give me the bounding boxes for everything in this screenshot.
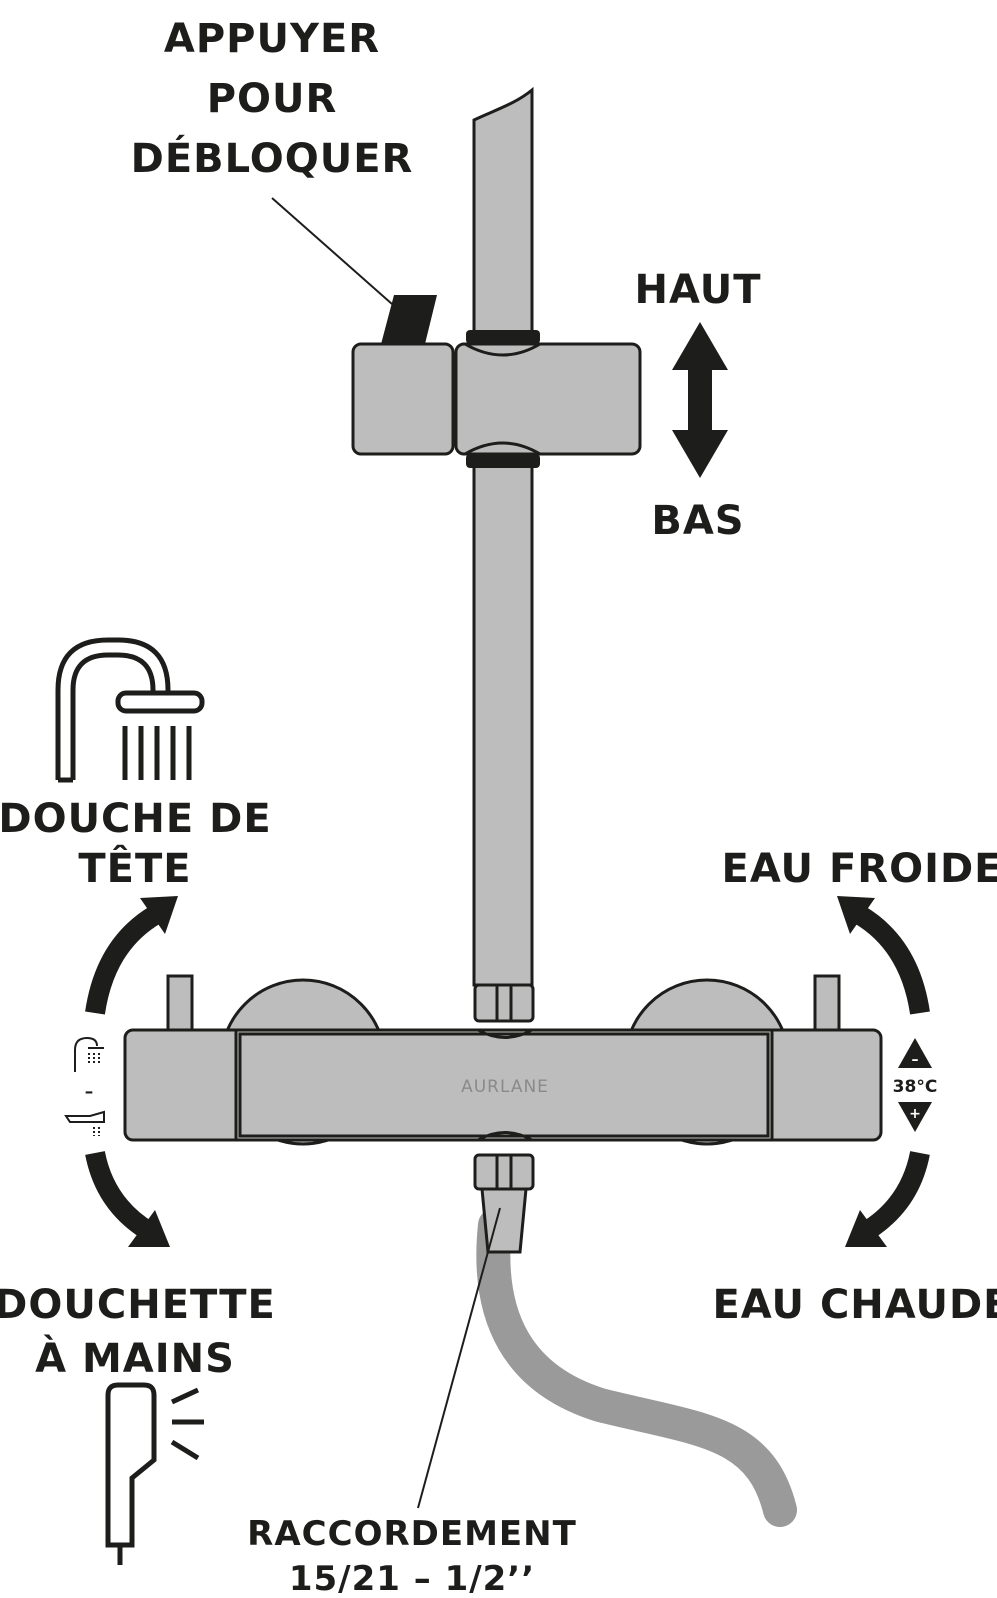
up-label: HAUT bbox=[635, 267, 762, 313]
hose bbox=[476, 1208, 797, 1527]
svg-text:POUR: POUR bbox=[207, 76, 338, 122]
svg-text:TÊTE: TÊTE bbox=[78, 844, 191, 892]
head-shower-label: DOUCHE DE TÊTE bbox=[0, 796, 272, 892]
unlock-label: APPUYER POUR DÉBLOQUER bbox=[131, 16, 414, 182]
shower-rail bbox=[472, 86, 534, 987]
slider-unlock-button[interactable] bbox=[380, 295, 437, 348]
temperature-label: 38°C bbox=[893, 1077, 938, 1097]
svg-text:+: + bbox=[909, 1106, 921, 1122]
svg-text:DOUCHE DE: DOUCHE DE bbox=[0, 796, 272, 842]
rotate-arrow-icon-hot-water bbox=[845, 1150, 930, 1247]
svg-text:15/21 – 1/2’’: 15/21 – 1/2’’ bbox=[289, 1559, 535, 1598]
mixer-selector-dash: – bbox=[85, 1082, 94, 1102]
cold-water-label: EAU FROIDE bbox=[722, 846, 997, 892]
rotate-arrow-icon-hand-shower bbox=[85, 1150, 170, 1247]
unlock-leader-line bbox=[271, 197, 393, 305]
connection-label: RACCORDEMENT 15/21 – 1/2’’ bbox=[247, 1514, 577, 1598]
hand-shower-icon bbox=[105, 1382, 204, 1565]
up-down-arrow-icon bbox=[672, 322, 728, 478]
shower-head-icon bbox=[55, 637, 205, 783]
rotate-arrow-icon-cold-water bbox=[837, 896, 930, 1015]
hot-water-label: EAU CHAUDE bbox=[712, 1282, 997, 1328]
hand-shower-label: DOUCHETTE À MAINS bbox=[0, 1282, 276, 1382]
thermostatic-mixer bbox=[123, 974, 883, 1254]
temp-increase-icon: + bbox=[898, 1102, 932, 1132]
connection-leader-line bbox=[417, 1207, 501, 1509]
mixer-hand-shower-icon bbox=[64, 1110, 105, 1136]
svg-text:DOUCHETTE: DOUCHETTE bbox=[0, 1282, 276, 1328]
svg-text:RACCORDEMENT: RACCORDEMENT bbox=[247, 1514, 577, 1554]
mixer-shower-head-icon bbox=[74, 1036, 104, 1072]
svg-text:À MAINS: À MAINS bbox=[35, 1334, 235, 1382]
down-label: BAS bbox=[651, 498, 744, 544]
rail-slider[interactable] bbox=[351, 330, 642, 468]
svg-text:–: – bbox=[912, 1052, 919, 1068]
mixer-brand: AURLANE bbox=[461, 1077, 549, 1097]
svg-text:APPUYER: APPUYER bbox=[164, 16, 380, 62]
svg-text:DÉBLOQUER: DÉBLOQUER bbox=[131, 134, 414, 182]
rotate-arrow-icon-head-shower bbox=[85, 896, 178, 1015]
temp-decrease-icon: – bbox=[898, 1038, 932, 1068]
